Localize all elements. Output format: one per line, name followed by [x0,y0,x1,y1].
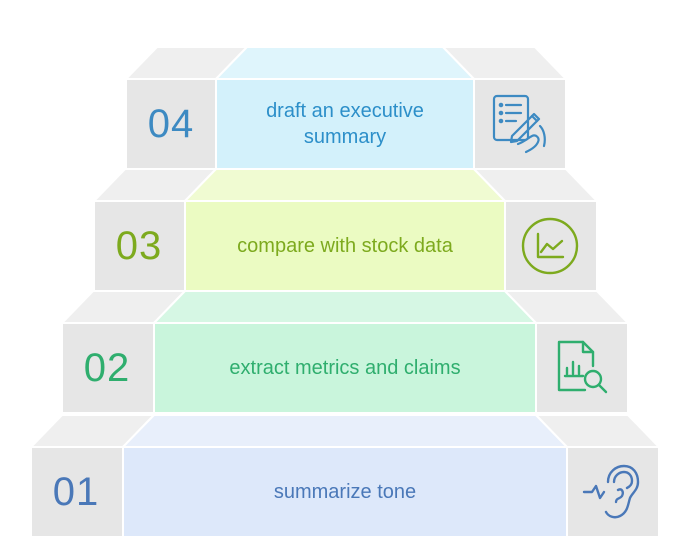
step-number-02: 02 [83,345,131,390]
step-01-right-front-face [566,446,660,538]
step-04-center-top-face [215,46,475,80]
line-chart-circle-icon [518,214,582,278]
step-number-04: 04 [147,101,195,146]
step-02-center-top-face [153,290,537,324]
step-label-01: summarize tone [273,481,417,503]
step-label-04: draft an executive summary [216,79,474,169]
step-label-04-line1: draft an executive [266,100,424,122]
step-number-01: 01 [52,469,100,514]
step-label-03: compare with stock data [237,235,453,257]
step-04-right-front-face [473,78,567,170]
step-label-02: extract metrics and claims [229,357,461,379]
document-chart-search-icon [549,336,613,400]
step-number-03: 03 [115,223,163,268]
step-03-center-top-face [184,168,506,202]
step-label-04-line2: summary [303,126,387,148]
document-pen-icon [488,92,552,156]
step-01-center-top-face [122,414,568,448]
ear-sound-icon [580,460,644,524]
